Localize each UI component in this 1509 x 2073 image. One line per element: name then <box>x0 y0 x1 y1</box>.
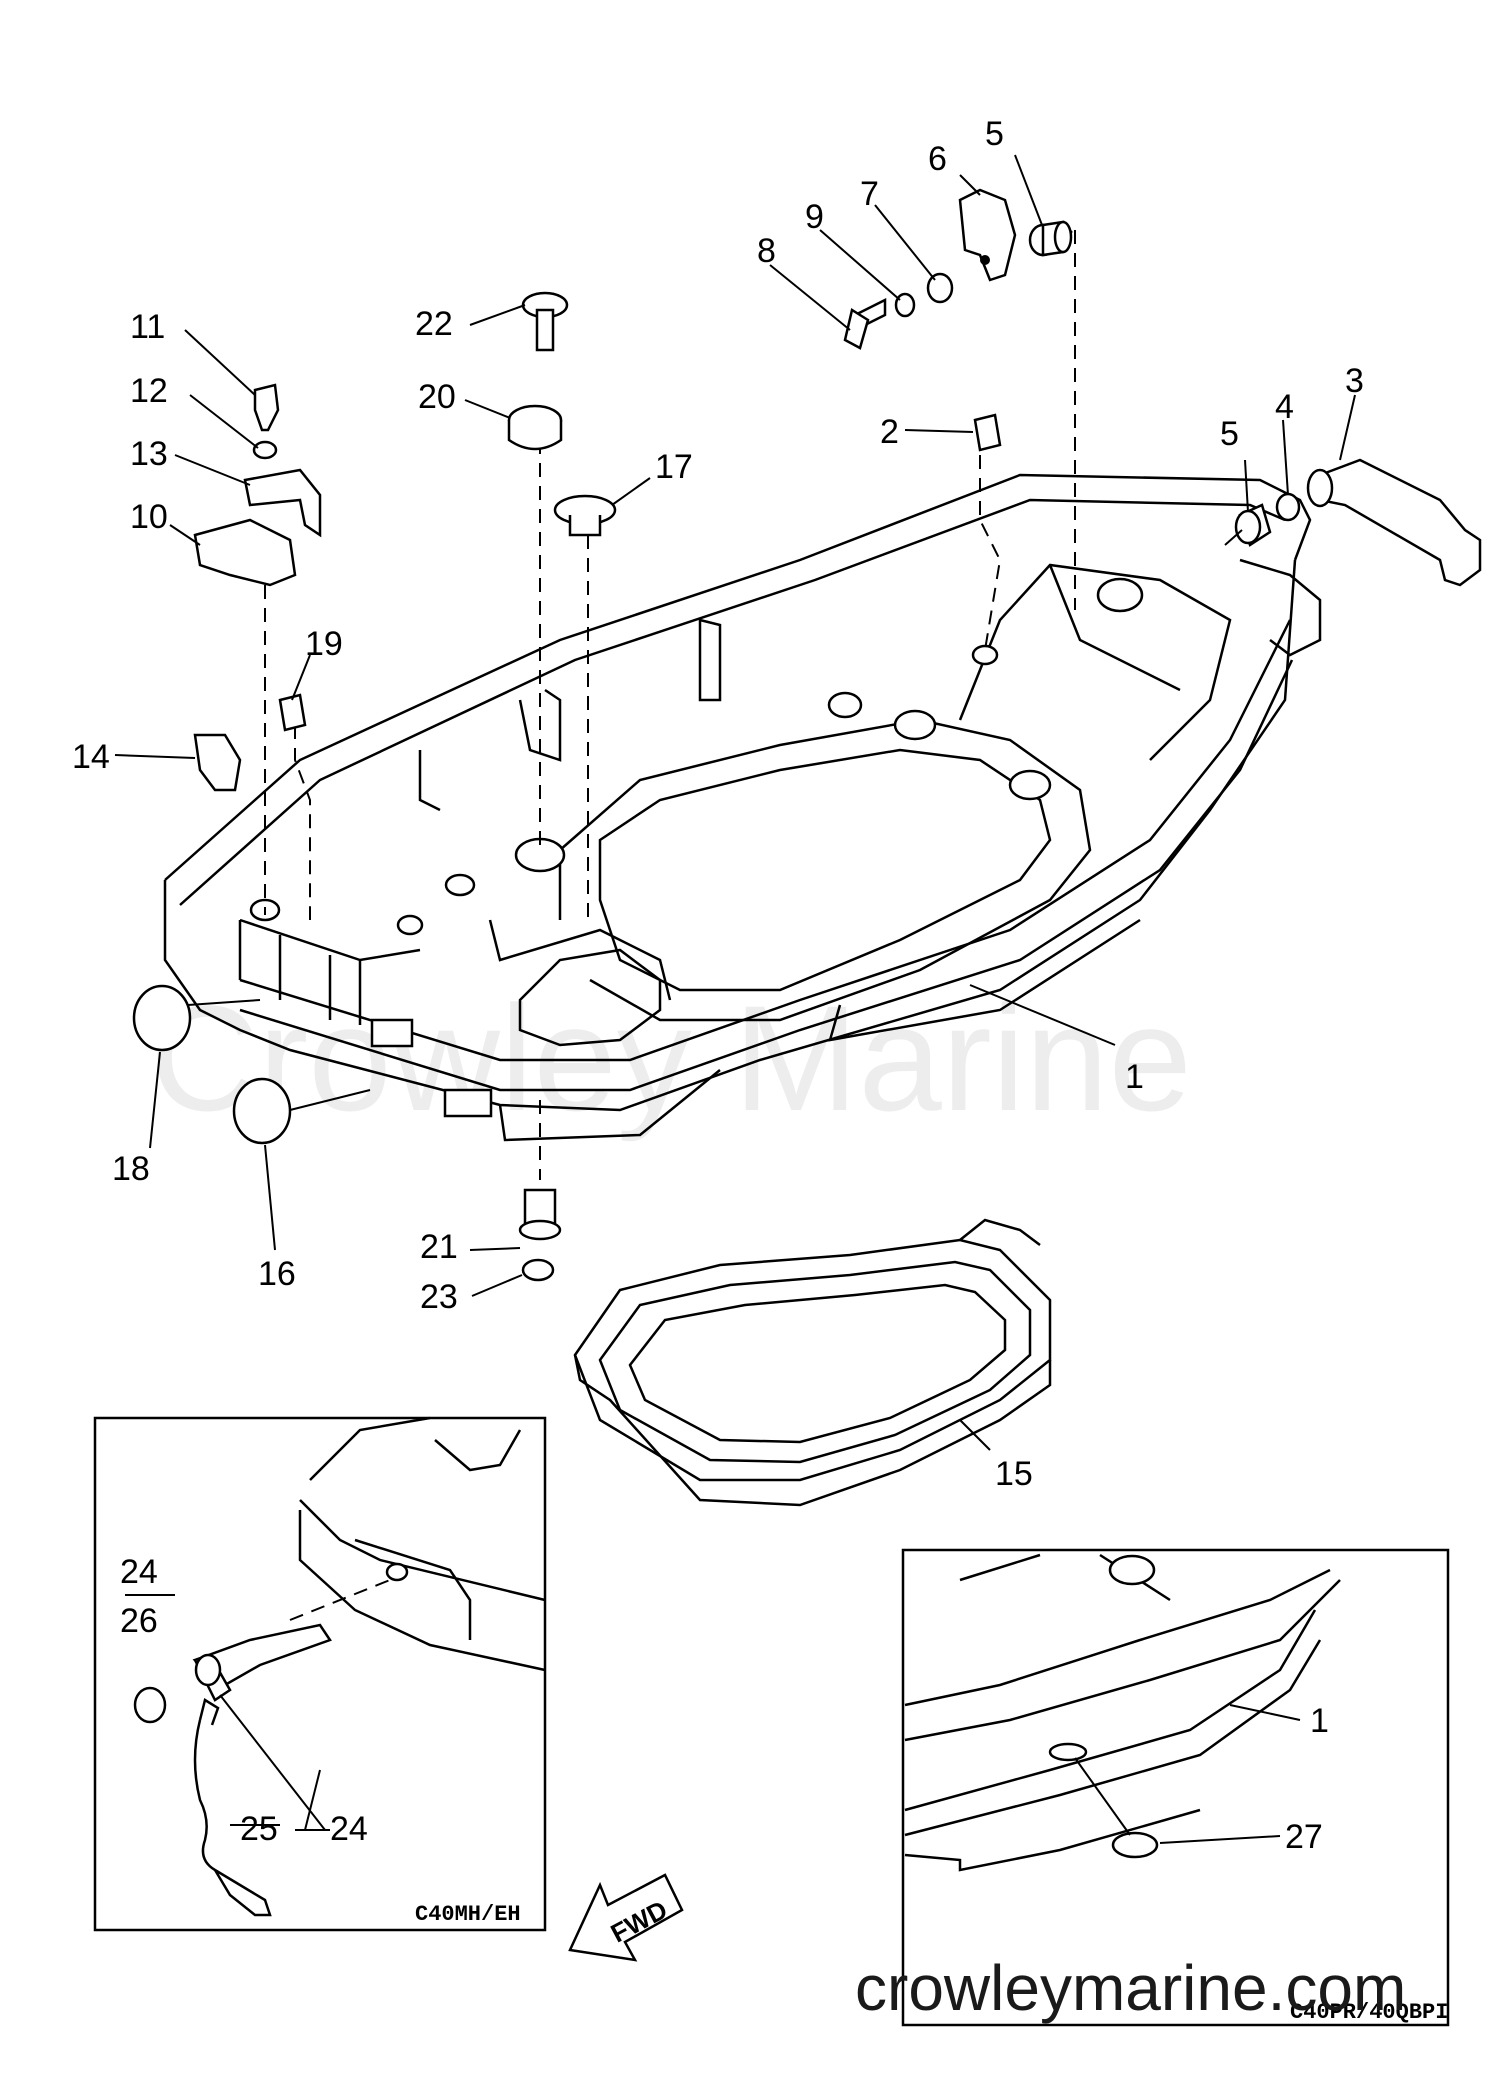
part-washer <box>926 272 954 304</box>
inset-right-code: C40PR/40QBPI <box>1290 2000 1448 2025</box>
callout-2: 2 <box>880 413 899 451</box>
part-handle <box>1306 458 1482 587</box>
callout-4: 4 <box>1275 388 1294 426</box>
part-nut-23 <box>521 1258 555 1282</box>
callout-1-inset: 1 <box>1310 1702 1329 1740</box>
callout-24: 24 <box>330 1810 368 1848</box>
callout-18: 18 <box>112 1150 150 1188</box>
callout-21: 21 <box>420 1228 458 1266</box>
part-clip-19 <box>278 693 307 732</box>
callout-24-top: 24 <box>120 1553 158 1591</box>
part-collar-upper <box>1028 220 1073 257</box>
part-grommet-14 <box>193 733 242 792</box>
callout-17: 17 <box>655 448 693 486</box>
boss <box>827 691 863 719</box>
boss <box>444 873 476 897</box>
mount-slot <box>370 1018 414 1048</box>
part-plate-13 <box>243 468 322 538</box>
boss <box>971 644 999 666</box>
boss <box>893 709 937 741</box>
part-plug-16 <box>232 1077 292 1145</box>
mount-slot <box>443 1088 493 1118</box>
part-clip <box>958 188 1017 282</box>
part-collar-lower <box>1234 503 1272 547</box>
callout-3: 3 <box>1345 362 1364 400</box>
callout-16: 16 <box>258 1255 296 1293</box>
callout-6: 6 <box>928 140 947 178</box>
part-grommet-20 <box>507 404 563 451</box>
part-washer-4 <box>1275 492 1301 522</box>
callout-5-upper: 5 <box>985 115 1004 153</box>
callout-25: 25 <box>240 1810 278 1848</box>
part-washer-12 <box>252 440 278 460</box>
callout-26: 26 <box>120 1602 158 1640</box>
boss <box>396 914 424 936</box>
callout-20: 20 <box>418 378 456 416</box>
part-gasket-15 <box>573 1218 1052 1507</box>
callout-15: 15 <box>995 1455 1033 1493</box>
callout-12: 12 <box>130 372 168 410</box>
callout-19: 19 <box>305 625 343 663</box>
callout-22: 22 <box>415 305 453 343</box>
callout-14: 14 <box>72 738 110 776</box>
callout-11: 11 <box>130 308 165 346</box>
callout-5-lower: 5 <box>1220 415 1239 453</box>
callout-1: 1 <box>1125 1058 1144 1096</box>
inset-left-code: C40MH/EH <box>415 1902 521 1927</box>
part-bolt-8 <box>843 297 887 350</box>
part-plug-18 <box>132 984 192 1052</box>
part-bolt-11 <box>253 383 280 432</box>
boss <box>1008 769 1052 801</box>
part-bushing-21 <box>518 1188 562 1241</box>
callout-27: 27 <box>1285 1818 1323 1856</box>
callout-13: 13 <box>130 435 168 473</box>
part-lock-washer <box>894 292 916 318</box>
part-pin <box>973 413 1002 452</box>
callout-23: 23 <box>420 1278 458 1316</box>
part-grommet-17 <box>553 494 617 537</box>
part-bolt-22 <box>521 291 569 352</box>
boss <box>1096 577 1144 613</box>
inset-left: 24 26 24 25 C40MH/EH <box>93 1416 547 1932</box>
fwd-arrow: FWD <box>568 1873 684 1962</box>
callout-labels: 1 2 3 4 5 5 6 7 8 9 10 11 12 13 14 15 16… <box>72 115 1364 1493</box>
site-watermark: crowleymarine.com <box>855 1952 1406 2024</box>
inset-right: 1 27 C40PR/40QBPI <box>901 1548 1450 2027</box>
leader-lines <box>114 154 1356 1451</box>
callout-7: 7 <box>860 175 879 213</box>
part-bracket-10 <box>193 518 297 587</box>
bottom-cowling <box>163 473 1322 1142</box>
callout-8: 8 <box>757 232 776 270</box>
callout-10: 10 <box>130 498 168 536</box>
callout-9: 9 <box>805 198 824 236</box>
